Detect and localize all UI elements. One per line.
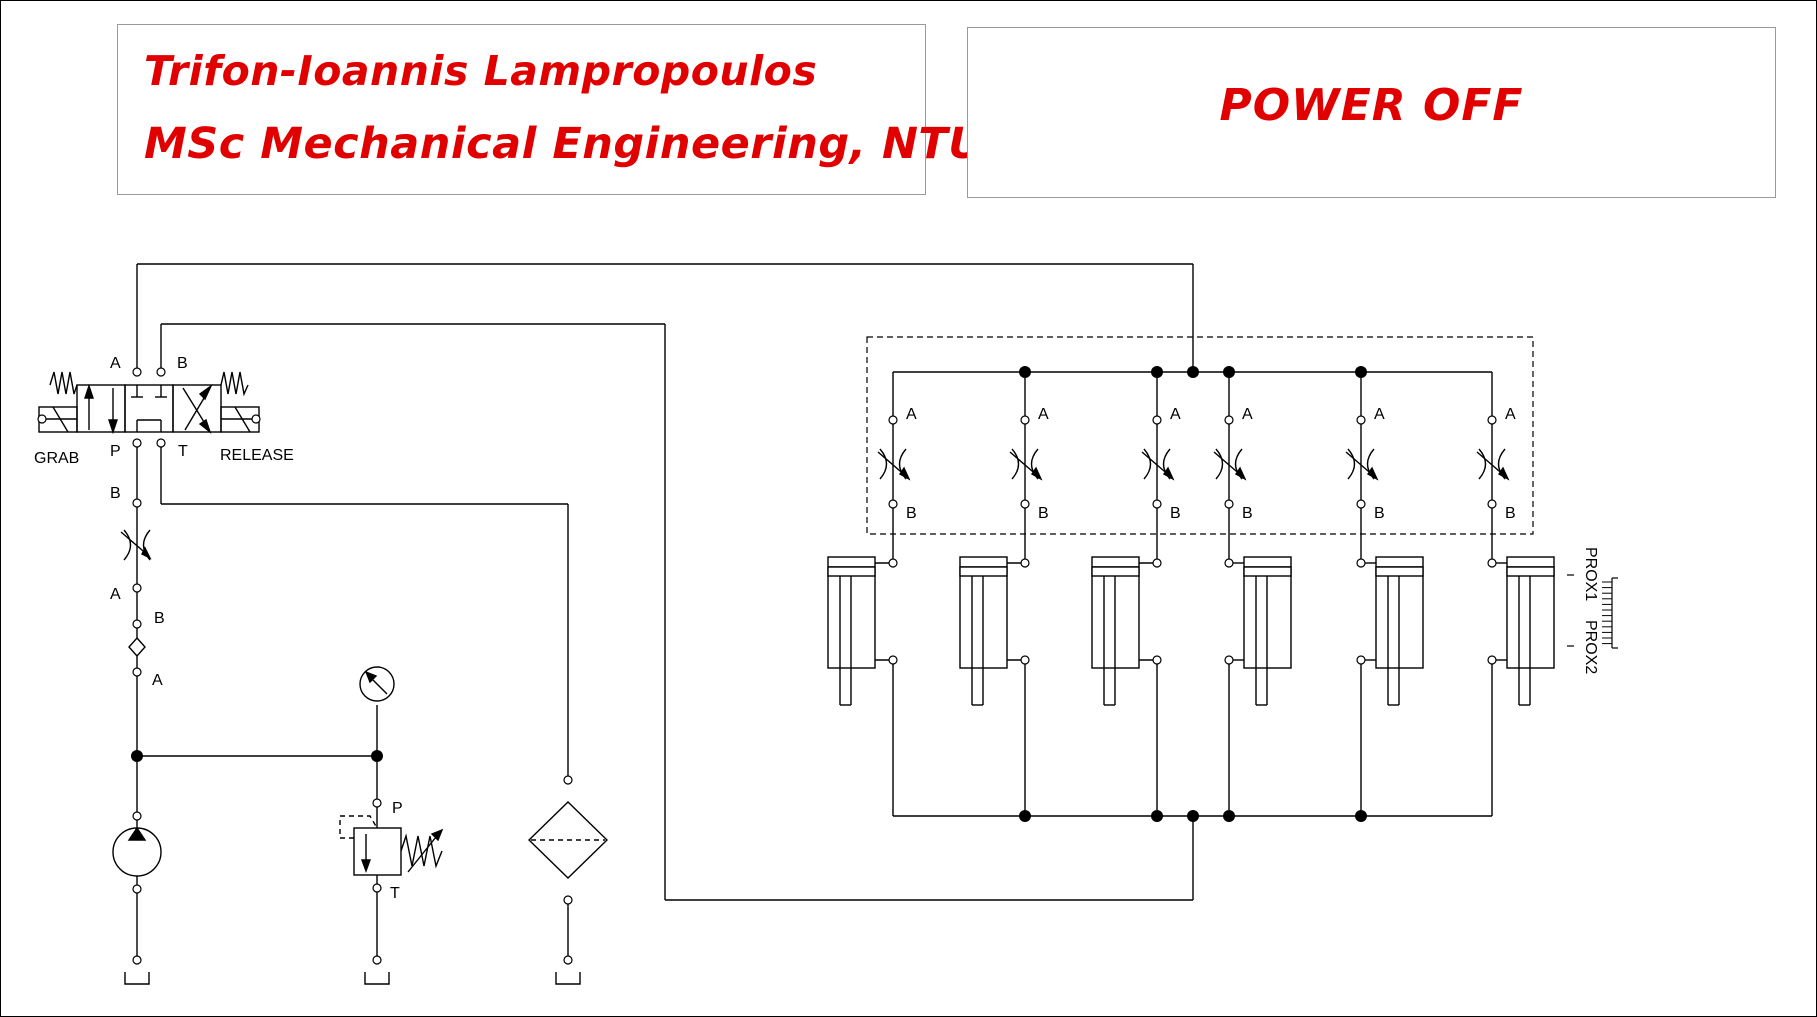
branch-4: AB <box>1213 372 1292 816</box>
flow-control-port-b-label: B <box>1242 505 1253 522</box>
flow-control-port-b-label: B <box>1038 505 1049 522</box>
throttle-bottom-label: A <box>110 586 121 603</box>
flow-control-valve <box>1213 417 1247 505</box>
throttle-top-label: B <box>110 485 121 502</box>
tank-symbols <box>124 972 581 985</box>
author-degree: MSc Mechanical Engineering, NTUA <box>144 119 1016 169</box>
flow-control-port-a-label: A <box>1170 406 1181 423</box>
check-valve <box>128 636 146 658</box>
flow-control-port-b-label: B <box>1505 505 1516 522</box>
power-status-box: POWER OFF <box>967 27 1776 198</box>
flow-control-valve <box>877 417 911 505</box>
flow-control-valve <box>1141 417 1175 505</box>
author-title-box: Trifon-Ioannis Lampropoulos MSc Mechanic… <box>117 24 1015 195</box>
flow-control-valve <box>1345 417 1379 505</box>
hydraulic-cylinder <box>827 556 876 706</box>
valve-port-b-label: B <box>177 355 188 372</box>
power-status: POWER OFF <box>1219 80 1524 131</box>
flow-control-port-a-label: A <box>1242 406 1253 423</box>
branch-6: AB <box>1476 372 1555 816</box>
flow-control-port-b-label: B <box>1170 505 1181 522</box>
relief-port-p-label: P <box>392 800 403 817</box>
hydraulic-cylinder <box>1091 556 1140 706</box>
prox2-label: PROX2 <box>1582 620 1599 674</box>
manifold-junctions <box>1019 366 1367 822</box>
flow-control-port-b-label: B <box>1374 505 1385 522</box>
valve-port-a-label: A <box>110 355 121 372</box>
valve-port-t-label: T <box>178 443 188 460</box>
flow-control-valve <box>1476 417 1510 505</box>
flow-control-valve <box>1009 417 1043 505</box>
pressure-relief-valve <box>339 815 444 876</box>
flow-control-port-a-label: A <box>906 406 917 423</box>
hydraulic-cylinder <box>1375 556 1424 706</box>
flow-control-port-a-label: A <box>1038 406 1049 423</box>
pressure-gauge <box>359 666 395 702</box>
flow-control-port-a-label: A <box>1505 406 1516 423</box>
throttle-valve <box>120 529 152 561</box>
hydraulic-cylinder <box>1506 556 1555 706</box>
prox1-label: PROX1 <box>1582 547 1599 601</box>
flow-control-port-b-label: B <box>906 505 917 522</box>
flow-control-port-a-label: A <box>1374 406 1385 423</box>
check-bottom-label: A <box>152 672 163 689</box>
directional-control-valve <box>38 371 260 435</box>
hydraulic-pump <box>112 826 162 877</box>
valve-release-label: RELEASE <box>220 447 294 464</box>
branch-3: AB <box>1091 372 1181 816</box>
hydraulic-cylinder <box>1243 556 1292 706</box>
valve-grab-label: GRAB <box>34 450 79 467</box>
relief-port-t-label: T <box>390 885 400 902</box>
branch-2: AB <box>959 372 1049 816</box>
branch-1: AB <box>827 372 917 816</box>
valve-port-p-label: P <box>110 443 121 460</box>
proximity-sensor <box>1567 574 1618 649</box>
flow-control-manifold <box>866 336 1534 535</box>
hydraulic-cylinder <box>959 556 1008 706</box>
check-top-label: B <box>154 610 165 627</box>
branch-5: AB <box>1345 372 1424 816</box>
filter <box>527 801 609 879</box>
author-name: Trifon-Ioannis Lampropoulos <box>144 47 818 95</box>
